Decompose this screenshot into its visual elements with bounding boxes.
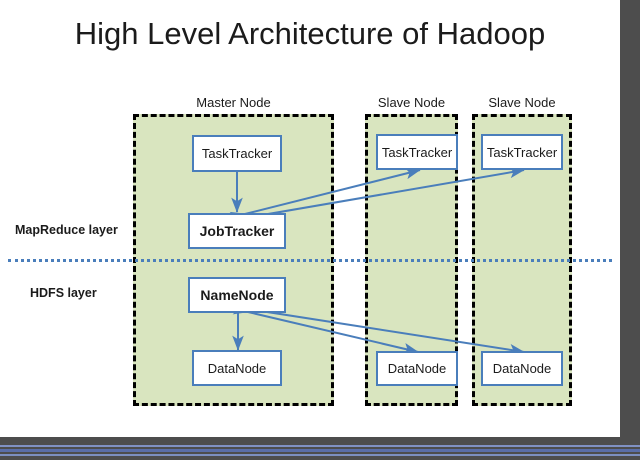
accent-stripe-2: [0, 449, 640, 452]
column-header-slave-1: Slave Node: [377, 95, 446, 110]
box-slave-1-tasktracker[interactable]: TaskTracker: [376, 134, 458, 170]
box-master-datanode[interactable]: DataNode: [192, 350, 282, 386]
accent-stripe-3: [0, 454, 640, 456]
page-title: High Level Architecture of Hadoop: [74, 16, 546, 51]
layer-label-mapreduce: MapReduce layer: [15, 223, 118, 237]
accent-stripe-1: [0, 445, 640, 447]
box-master-jobtracker[interactable]: JobTracker: [188, 213, 286, 249]
box-master-namenode[interactable]: NameNode: [188, 277, 286, 313]
box-master-tasktracker[interactable]: TaskTracker: [192, 135, 282, 172]
box-slave-2-datanode[interactable]: DataNode: [481, 351, 563, 386]
layer-label-hdfs: HDFS layer: [30, 286, 97, 300]
box-slave-2-tasktracker[interactable]: TaskTracker: [481, 134, 563, 170]
column-header-slave-2: Slave Node: [488, 95, 556, 110]
box-slave-1-datanode[interactable]: DataNode: [376, 351, 458, 386]
column-header-master: Master Node: [196, 95, 271, 110]
diagram-area: High Level Architecture of Hadoop Master…: [8, 16, 612, 406]
window-edge-right: [620, 0, 640, 437]
window-edge-bottom: [0, 437, 640, 460]
layer-divider: [8, 259, 612, 262]
